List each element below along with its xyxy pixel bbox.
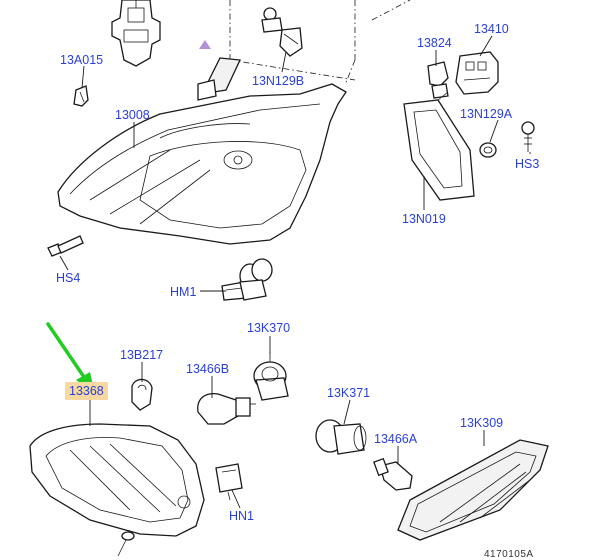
- screw-hs4: [47, 235, 84, 257]
- part-label-hs4[interactable]: HS4: [56, 271, 81, 285]
- part-label-13466b[interactable]: 13466B: [186, 362, 230, 376]
- part-label-13410[interactable]: 13410: [474, 22, 509, 36]
- socket-13k371: [315, 419, 367, 455]
- indicator-lamp-13368: [29, 423, 205, 537]
- part-label-13k309[interactable]: 13K309: [460, 416, 504, 430]
- screw-hs3: [521, 121, 535, 152]
- part-label-13n129b[interactable]: 13N129B: [252, 74, 305, 88]
- part-label-hm1[interactable]: HM1: [170, 285, 197, 299]
- part-label-hs3[interactable]: HS3: [515, 157, 540, 171]
- indicator-screw: [117, 531, 135, 557]
- nut-13n129a: [479, 142, 497, 158]
- bracket-frame-13n019: [403, 91, 475, 201]
- adjuster-bracket: [197, 57, 241, 101]
- leader-lines: [59, 35, 531, 509]
- part-label-13b217[interactable]: 13B217: [120, 348, 164, 362]
- part-label-13368-highlighted[interactable]: 13368: [65, 382, 108, 400]
- marker-triangle-icon: [199, 40, 211, 49]
- clip-13b217: [131, 378, 153, 411]
- part-label-13n019[interactable]: 13N019: [402, 212, 446, 226]
- part-label-13466a[interactable]: 13466A: [374, 432, 418, 446]
- headlamp-assembly-13008: [57, 83, 347, 245]
- clip-13a015: [73, 85, 89, 107]
- side-repeater-13k309: [397, 439, 549, 541]
- diagram-reference-number: 4170105A: [484, 549, 534, 560]
- module-13410: [455, 51, 499, 95]
- part-label-13008[interactable]: 13008: [115, 108, 150, 122]
- socket-13k370: [253, 352, 289, 401]
- connector-13n129b: [261, 7, 303, 57]
- screw-hm1: [221, 258, 273, 301]
- headlamp-leveling-motor: [111, 0, 161, 67]
- part-label-13824[interactable]: 13824: [417, 36, 452, 50]
- bulb-13466a: [373, 457, 413, 491]
- part-label-hn1[interactable]: HN1: [229, 509, 255, 523]
- clip-hn1: [215, 463, 243, 501]
- bulb-13466b: [197, 392, 256, 425]
- part-label-13n129a[interactable]: 13N129A: [460, 107, 513, 121]
- part-label-13k371[interactable]: 13K371: [327, 386, 371, 400]
- socket-13824: [427, 61, 449, 99]
- part-label-13k370[interactable]: 13K370: [247, 321, 291, 335]
- part-label-13a015[interactable]: 13A015: [60, 53, 104, 67]
